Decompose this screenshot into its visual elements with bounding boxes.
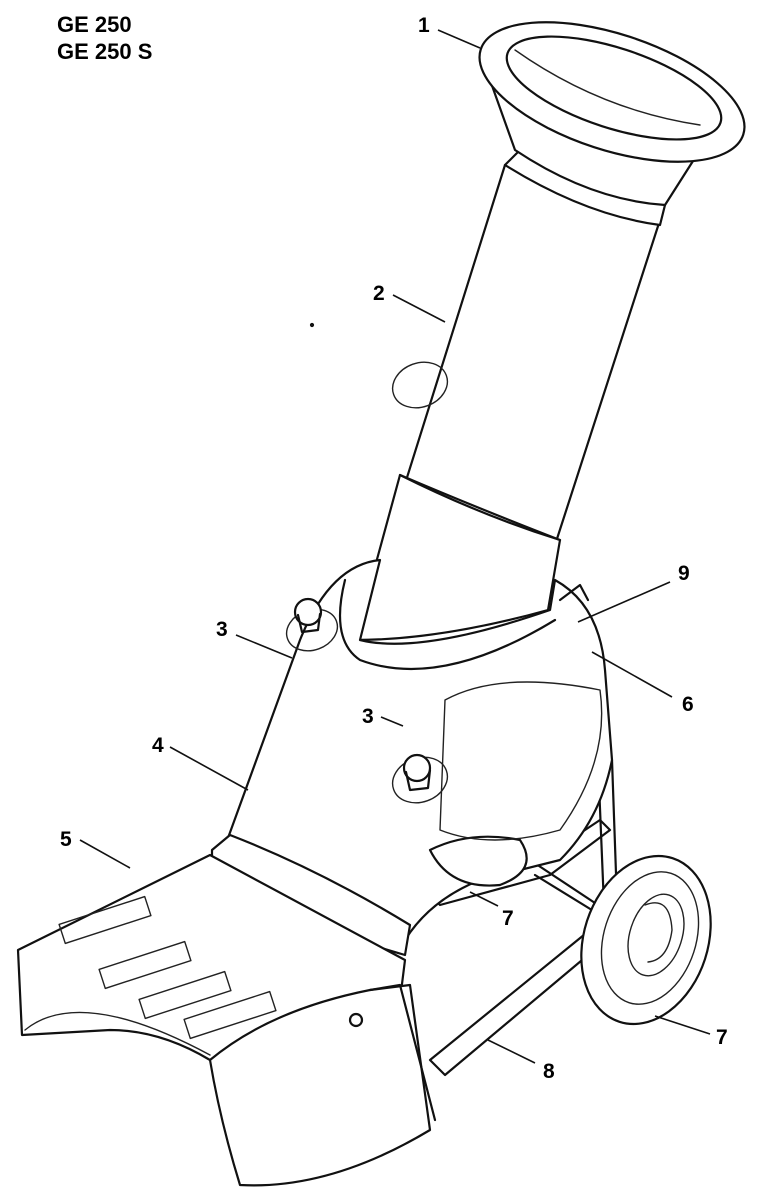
- callout-7-inner: 7: [502, 907, 514, 930]
- leader-6: [591, 651, 673, 698]
- leader-3a: [235, 634, 293, 659]
- callout-numbers: 1 2 3 3 4 5 6 7 7 8 9: [60, 14, 728, 1083]
- callout-9: 9: [678, 562, 690, 585]
- model-title-line-2: GE 250 S: [57, 39, 153, 64]
- callout-2: 2: [373, 282, 385, 305]
- leader-9: [577, 581, 671, 623]
- knob-right: [391, 361, 449, 804]
- callout-5: 5: [60, 828, 72, 851]
- callout-6: 6: [682, 693, 694, 716]
- feed-tube: [353, 163, 662, 642]
- leader-7b: [654, 1015, 711, 1035]
- callout-3-left: 3: [216, 618, 228, 641]
- housing: [218, 558, 614, 942]
- leader-2: [392, 294, 446, 323]
- model-title: GE 250 GE 250 S: [57, 11, 152, 65]
- knob-left: [285, 322, 339, 652]
- callout-1: 1: [418, 14, 430, 37]
- leader-8: [487, 1039, 536, 1064]
- leader-4: [169, 746, 249, 791]
- front-chute: [208, 983, 437, 1187]
- wheel: [580, 854, 712, 1026]
- leader-7a: [469, 891, 499, 907]
- callout-7-outer: 7: [716, 1026, 728, 1049]
- model-title-line-1: GE 250: [57, 12, 132, 37]
- leader-1: [437, 29, 481, 49]
- callout-4: 4: [152, 734, 164, 757]
- leader-lines: [79, 29, 711, 1064]
- funnel: [478, 21, 746, 227]
- callout-3-right: 3: [362, 705, 374, 728]
- leader-3b: [380, 716, 404, 727]
- callout-8: 8: [543, 1060, 555, 1083]
- leader-5: [79, 839, 131, 869]
